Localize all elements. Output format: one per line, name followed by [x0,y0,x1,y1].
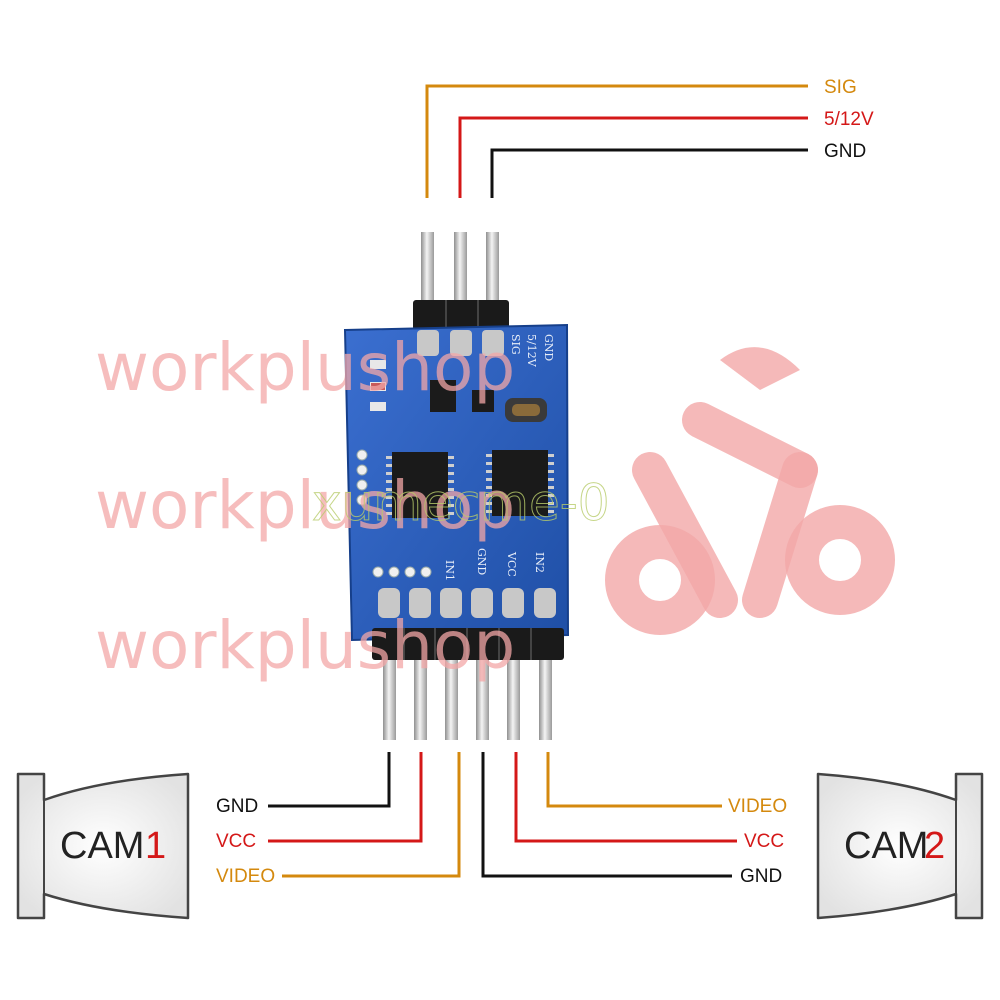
wire-gnd-top [490,148,808,198]
cam1-number: 1 [145,825,166,867]
cam2-labels: VIDEO VCC GND [728,796,787,887]
silk-top-labels: SIG 5/12V GND [509,334,555,368]
watermark-line-1: workplushop [95,329,515,406]
top-wires [425,84,808,198]
silk-sig: SIG [509,334,522,355]
bottom-header [372,628,564,740]
label-power: 5/12V [824,109,874,130]
cam1-labels: GND VCC VIDEO [216,796,275,887]
cam2-label-vcc: VCC [744,831,784,852]
cam1-label-video: VIDEO [216,866,275,887]
label-gnd-top: GND [824,141,866,162]
cam2-title: CAM [844,825,928,867]
watermark-line-3: workplushop [95,607,515,684]
ic-chip-right [486,450,554,516]
cam2-number: 2 [924,825,945,867]
wire-cam1-gnd [268,752,391,808]
top-header [413,232,509,330]
wire-sig [425,84,808,198]
wire-cam2-gnd [481,752,732,878]
top-labels: SIG 5/12V GND [824,77,874,162]
silk-in1: IN1 [443,560,456,581]
cam1-body: CAM 1 [16,772,190,920]
watermark-overlay: xumecme-0 [312,474,610,532]
wire-power [458,116,808,198]
watermark-text: workplushop workplushop workplushop xume… [95,329,610,684]
silk-bottom-labels: IN1 GND VCC IN2 [443,548,546,581]
watermark-line-2: workplushop [95,467,515,544]
cam2-body: CAM 2 [816,772,984,920]
silk-gnd: GND [542,334,555,361]
wire-cam1-video [282,752,461,878]
cam1-label-vcc: VCC [216,831,256,852]
bottom-wires [268,752,737,878]
wire-cam1-vcc [268,752,423,843]
cam2-label-video: VIDEO [728,796,787,817]
wire-cam2-vcc [514,752,737,843]
ic-chip-left [386,452,454,518]
wire-cam2-video [546,752,722,808]
silk-power: 5/12V [525,334,538,368]
cam1-label-gnd: GND [216,796,258,817]
silk-vcc: VCC [505,551,518,577]
cam2-label-gnd: GND [740,866,782,887]
silk-gnd-bottom: GND [475,548,488,575]
pcb-board: SIG 5/12V GND [343,323,570,642]
cam1-title: CAM [60,825,144,867]
silk-in2: IN2 [533,552,546,573]
label-sig: SIG [824,77,857,98]
bicycle-logo-icon [605,347,895,635]
